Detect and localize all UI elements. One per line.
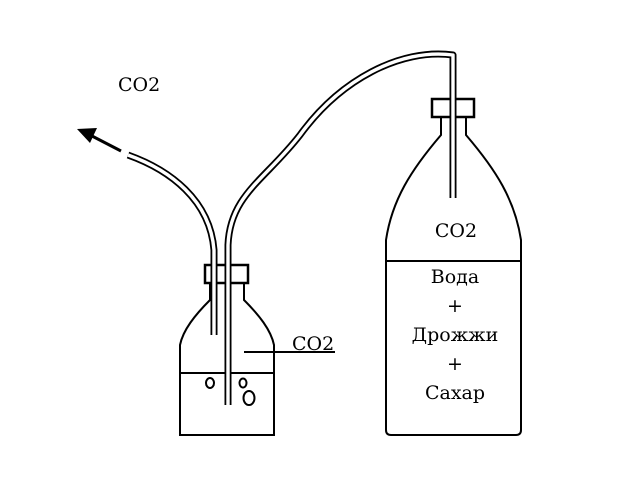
fermentation-bottle-body [385, 117, 522, 436]
connecting-tube [224, 50, 457, 405]
yeast-label: Дрожжи [412, 324, 499, 346]
co2-fermentation-label: CO2 [435, 220, 477, 242]
collection-bottle-body [179, 283, 275, 436]
co2-escape-arrow [77, 128, 122, 153]
outlet-tube [126, 151, 218, 335]
water-label: Вода [431, 266, 479, 288]
gas-bubble [242, 390, 256, 406]
sugar-label: Сахар [425, 382, 485, 404]
gas-bubble [205, 377, 215, 389]
gas-bubble [238, 377, 248, 389]
plus-label: + [447, 353, 463, 375]
co2-escape-label: CO2 [118, 74, 160, 96]
plus-label: + [447, 295, 463, 317]
co2-collection-label: CO2 [292, 333, 334, 355]
